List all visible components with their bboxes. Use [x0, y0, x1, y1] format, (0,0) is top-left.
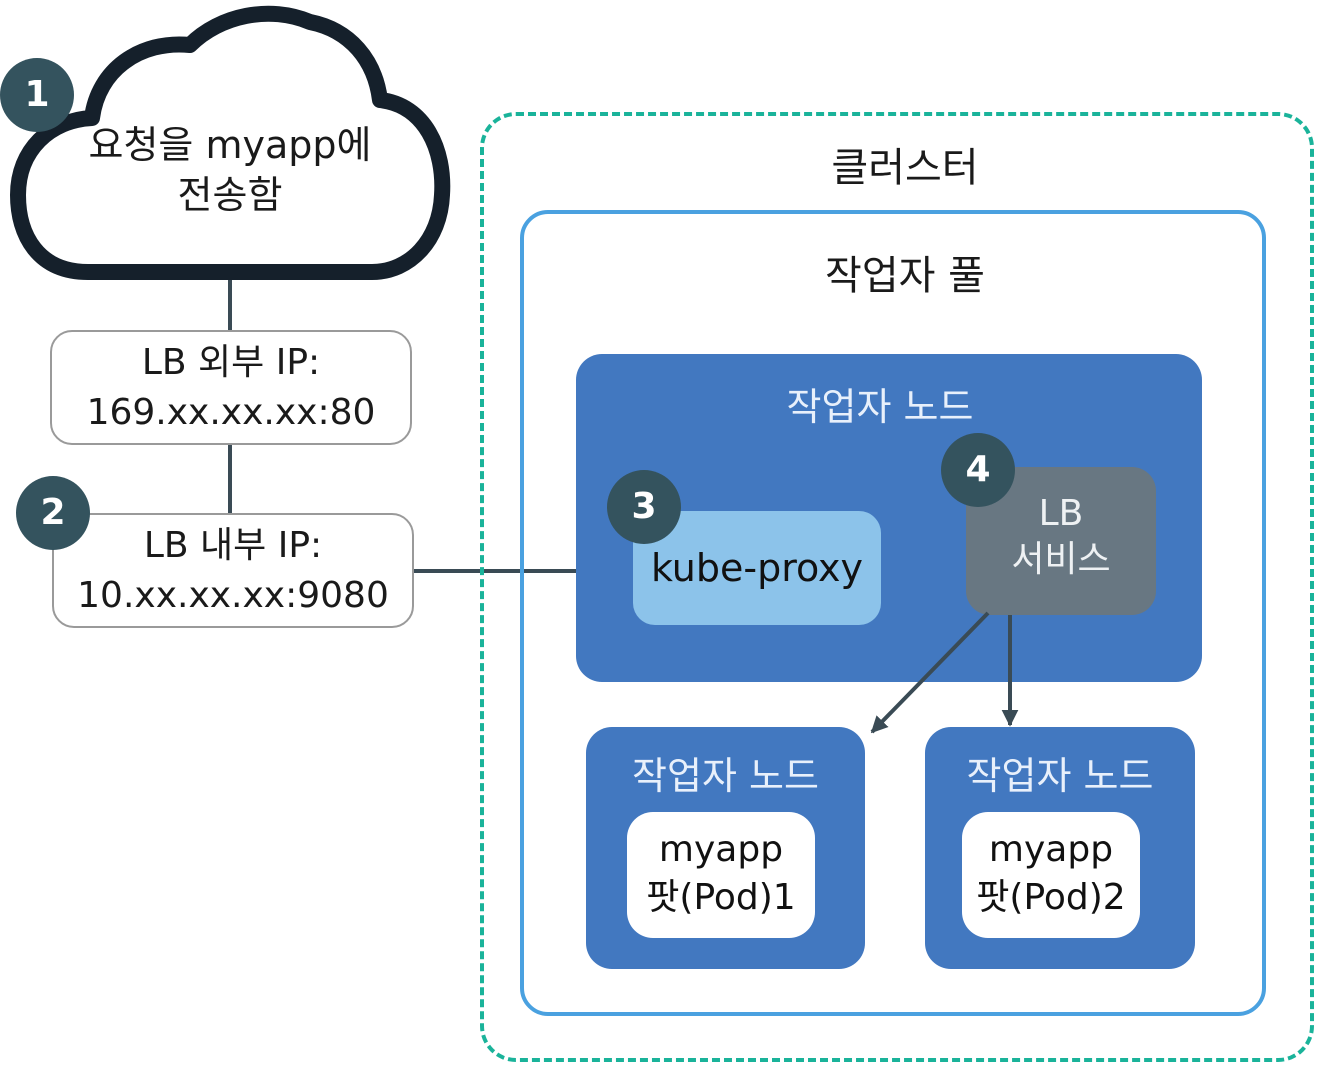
kube-proxy-box: kube-proxy [633, 511, 881, 625]
external-ip-value: 169.xx.xx.xx:80 [86, 392, 376, 433]
request-line1: 요청을 myapp에 [88, 123, 372, 167]
internal-ip-box: LB 내부 IP: 10.xx.xx.xx:9080 [52, 513, 414, 628]
step-badge-2: 2 [16, 476, 90, 550]
step-badge-3: 3 [607, 470, 681, 544]
lbservice-to-pod1-arrow [870, 611, 990, 734]
pod2-box: myapp 팟(Pod)2 [962, 812, 1140, 938]
step-badge-4: 4 [941, 433, 1015, 507]
worker-node-pod2-label: 작업자 노드 [966, 754, 1154, 798]
pod2-line1: myapp [988, 829, 1114, 870]
worker-node-main-label: 작업자 노드 [786, 385, 974, 429]
internal-ip-value: 10.xx.xx.xx:9080 [77, 575, 389, 616]
step-badge-1: 1 [0, 58, 74, 132]
pod2-line2: 팟(Pod)2 [976, 877, 1126, 918]
pod1-box: myapp 팟(Pod)1 [627, 812, 815, 938]
request-text: 요청을 myapp에 전송함 [60, 120, 400, 220]
worker-pool-boundary [520, 210, 1266, 1016]
external-ip-label: LB 외부 IP: [141, 342, 321, 383]
worker-node-pod1-label: 작업자 노드 [632, 754, 819, 798]
pod1-line1: myapp [658, 829, 784, 870]
worker-pool-label: 작업자 풀 [825, 253, 985, 299]
request-line2: 전송함 [177, 173, 283, 217]
pod1-line2: 팟(Pod)1 [646, 877, 796, 918]
lb-service-line1: LB [1038, 493, 1084, 534]
lb-service-line2: 서비스 [1011, 539, 1111, 580]
cluster-boundary [480, 112, 1314, 1062]
internal-ip-label: LB 내부 IP: [143, 525, 323, 566]
external-ip-box: LB 외부 IP: 169.xx.xx.xx:80 [50, 330, 412, 445]
cluster-label: 클러스터 [831, 145, 979, 191]
